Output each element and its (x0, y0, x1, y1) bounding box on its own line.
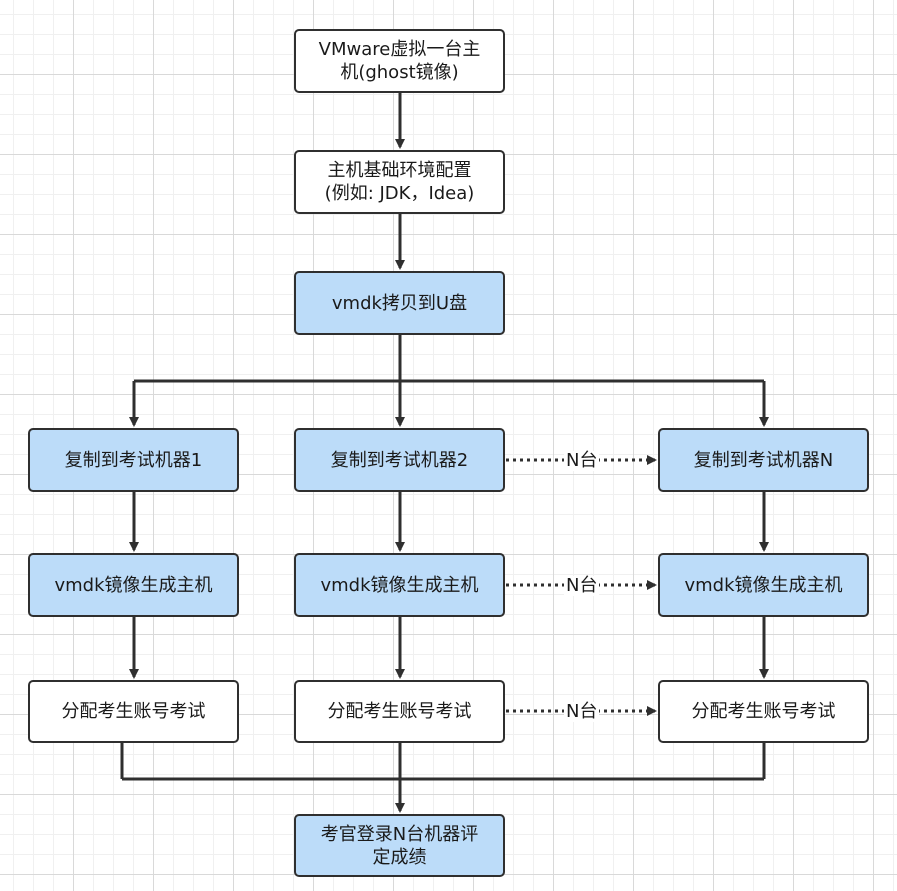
node-assign-exam-1[interactable]: 分配考生账号考试 (28, 680, 239, 743)
node-copy-machine-2[interactable]: 复制到考试机器2 (294, 428, 505, 492)
label-n-machines-copy: N台 (564, 450, 600, 471)
node-assign-exam-n[interactable]: 分配考生账号考试 (658, 680, 869, 743)
node-base-env[interactable]: 主机基础环境配置 (例如: JDK，Idea) (294, 150, 505, 214)
node-gen-host-n[interactable]: vmdk镜像生成主机 (658, 553, 869, 617)
node-assign-exam-2[interactable]: 分配考生账号考试 (294, 680, 505, 743)
label-n-machines-assign: N台 (564, 701, 600, 722)
node-copy-machine-1[interactable]: 复制到考试机器1 (28, 428, 239, 492)
node-copy-machine-n[interactable]: 复制到考试机器N (658, 428, 869, 492)
node-gen-host-1[interactable]: vmdk镜像生成主机 (28, 553, 239, 617)
node-grading[interactable]: 考官登录N台机器评 定成绩 (294, 814, 505, 877)
node-vmware-host[interactable]: VMware虚拟一台主 机(ghost镜像) (294, 29, 505, 93)
node-copy-usb[interactable]: vmdk拷贝到U盘 (294, 271, 505, 335)
label-n-machines-gen: N台 (564, 575, 600, 596)
node-gen-host-2[interactable]: vmdk镜像生成主机 (294, 553, 505, 617)
